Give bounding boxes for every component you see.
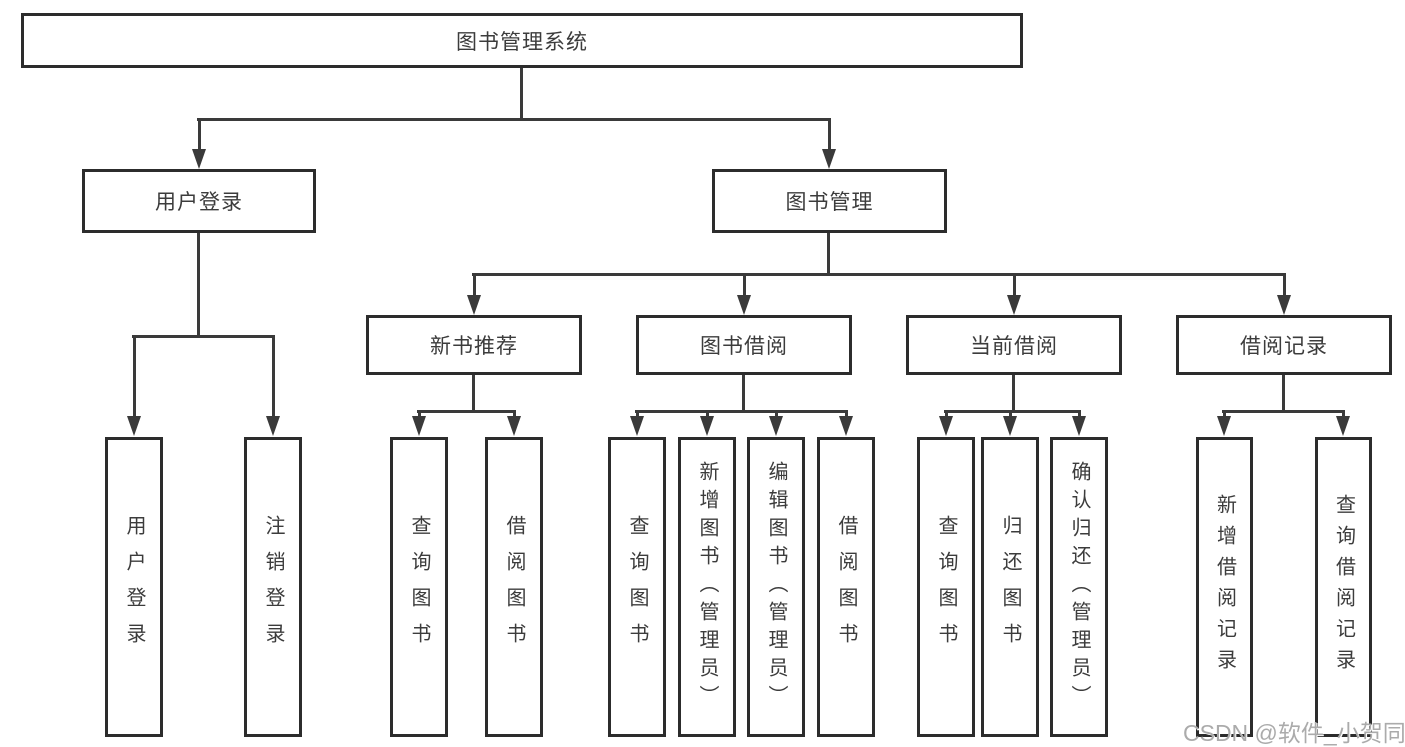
connector-line — [197, 233, 200, 337]
node-library-system: 图书管理系统 — [21, 13, 1023, 68]
leaf-add-borrow-record: 新增借阅记录 — [1196, 437, 1253, 737]
connector-line — [472, 375, 475, 413]
leaf-add-books-admin: 新增图书（管理员） — [678, 437, 736, 737]
node-book-borrowing: 图书借阅 — [636, 315, 852, 375]
leaf-label: 用户登录 — [123, 515, 145, 659]
connector-line — [472, 273, 1285, 276]
leaf-label: 确认归还（管理员） — [1068, 461, 1090, 713]
arrow-down-icon — [839, 410, 853, 436]
connector-line — [417, 410, 516, 413]
leaf-label: 查询图书 — [408, 515, 430, 659]
leaf-borrow-books: 借阅图书 — [485, 437, 543, 737]
arrow-down-icon — [737, 273, 751, 315]
leaf-label: 借阅图书 — [835, 515, 857, 659]
connector-line — [944, 410, 1080, 413]
connector-line — [635, 410, 847, 413]
connector-line — [742, 375, 745, 413]
node-borrowing-records: 借阅记录 — [1176, 315, 1392, 375]
leaf-label: 注销登录 — [262, 515, 284, 659]
arrow-down-icon — [1072, 410, 1086, 436]
leaf-query-borrow-record: 查询借阅记录 — [1315, 437, 1372, 737]
leaf-query-books: 查询图书 — [390, 437, 448, 737]
arrow-down-icon — [1003, 410, 1017, 436]
arrow-down-icon — [192, 118, 206, 169]
arrow-down-icon — [700, 410, 714, 436]
leaf-borrow-books: 借阅图书 — [817, 437, 875, 737]
leaf-label: 查询借阅记录 — [1332, 494, 1355, 680]
connector-line — [1282, 375, 1285, 413]
node-new-book-recommend: 新书推荐 — [366, 315, 582, 375]
connector-line — [132, 335, 274, 338]
leaf-query-books: 查询图书 — [917, 437, 975, 737]
leaf-logout-login: 注销登录 — [244, 437, 302, 737]
connector-line — [827, 233, 830, 275]
arrow-down-icon — [1217, 410, 1231, 436]
connector-line — [1012, 375, 1015, 413]
leaf-edit-books-admin: 编辑图书（管理员） — [747, 437, 805, 737]
leaf-label: 编辑图书（管理员） — [765, 461, 787, 713]
leaf-label: 借阅图书 — [503, 515, 525, 659]
arrow-down-icon — [769, 410, 783, 436]
node-current-borrowing: 当前借阅 — [906, 315, 1122, 375]
arrow-down-icon — [467, 273, 481, 315]
leaf-label: 查询图书 — [935, 515, 957, 659]
leaf-confirm-return-admin: 确认归还（管理员） — [1050, 437, 1108, 737]
arrow-down-icon — [507, 410, 521, 436]
leaf-label: 查询图书 — [626, 515, 648, 659]
arrow-down-icon — [630, 410, 644, 436]
node-user-login: 用户登录 — [82, 169, 316, 233]
leaf-user-login: 用户登录 — [105, 437, 163, 737]
arrow-down-icon — [266, 335, 280, 436]
leaf-query-books: 查询图书 — [608, 437, 666, 737]
leaf-label: 新增借阅记录 — [1213, 494, 1236, 680]
connector-line — [520, 68, 523, 121]
leaf-return-books: 归还图书 — [981, 437, 1039, 737]
connector-line — [1222, 410, 1345, 413]
arrow-down-icon — [127, 335, 141, 436]
node-book-management: 图书管理 — [712, 169, 947, 233]
arrow-down-icon — [412, 410, 426, 436]
connector-line — [197, 118, 830, 121]
arrow-down-icon — [1007, 273, 1021, 315]
arrow-down-icon — [1277, 273, 1291, 315]
arrow-down-icon — [1336, 410, 1350, 436]
arrow-down-icon — [822, 118, 836, 169]
leaf-label: 归还图书 — [999, 515, 1021, 659]
leaf-label: 新增图书（管理员） — [696, 461, 718, 713]
watermark-text: CSDN @软件_小贺同学 — [1183, 720, 1405, 746]
arrow-down-icon — [939, 410, 953, 436]
